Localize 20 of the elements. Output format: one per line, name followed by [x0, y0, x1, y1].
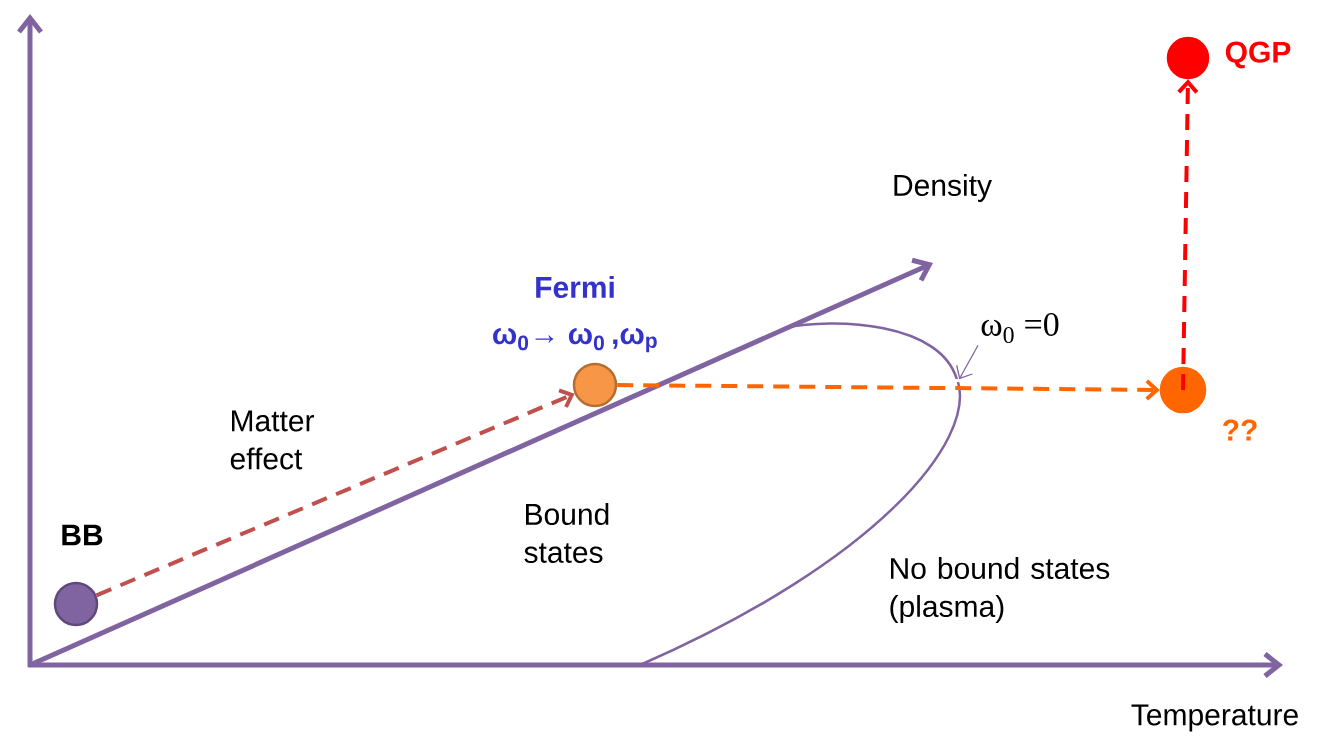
point-label: ?? [1223, 419, 1257, 441]
phase-boundary-curve [784, 322, 960, 379]
dashed-arrow [1177, 79, 1199, 391]
text-label: No bound states (plasma) [890, 557, 1110, 623]
text-label: Matter effect [230, 410, 315, 470]
dashed-arrow [956, 344, 979, 380]
text-label: Bound states [524, 503, 609, 564]
dashed-arrow [617, 379, 1160, 401]
formula-label: ω$_{0}$ =0 [981, 312, 1059, 344]
state-dot [1159, 366, 1207, 414]
point-label: BB [62, 524, 103, 546]
point-label: QGP [1225, 41, 1291, 69]
text-label: Density [894, 174, 992, 202]
point-label: ω$_{0}$→ ω$_{0}$ ,ω$_{p}$ [493, 327, 657, 353]
dashed-arrow [95, 388, 575, 598]
state-dot [1166, 36, 1210, 80]
state-dot [572, 362, 618, 408]
text-label: Temperature [1131, 704, 1298, 732]
point-label: Fermi [536, 276, 614, 299]
state-dot [53, 581, 99, 627]
